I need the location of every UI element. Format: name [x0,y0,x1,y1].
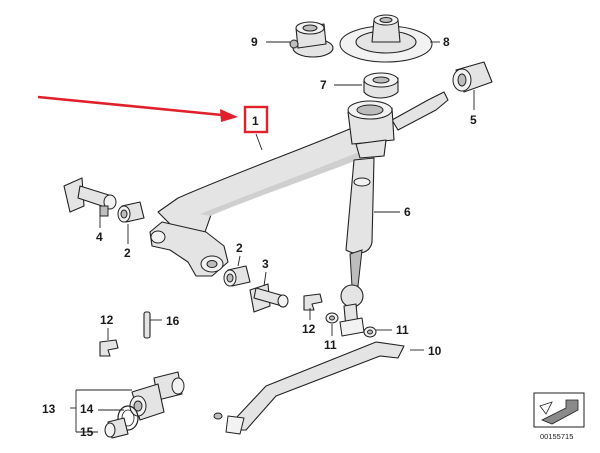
part-4-bracket[interactable] [63,177,117,217]
part-10-selector-rod[interactable] [213,341,405,435]
part-2-bushing-lower[interactable] [223,265,251,287]
callout-3: 3 [262,257,269,271]
part-11-washer-right[interactable] [363,326,377,338]
callout-7: 7 [320,78,327,92]
part-1-shift-lever-arm[interactable] [149,91,449,277]
annotation-arrow [37,95,238,122]
callout-highlight-box [243,105,269,134]
callout-12-left: 12 [100,313,114,327]
callout-6: 6 [404,205,411,219]
document-number: 00155715 [540,432,573,441]
part-12-clip-right[interactable] [303,293,323,311]
callout-14: 14 [80,402,94,416]
callout-16: 16 [166,314,180,328]
callout-9: 9 [251,35,258,49]
part-15-bushing[interactable] [104,417,129,439]
callout-labels: 1 9 8 7 5 6 4 2 2 3 12 11 11 10 16 12 13… [42,35,477,439]
part-2-bushing-upper[interactable] [117,201,145,223]
callout-10: 10 [428,344,442,358]
leader-lines [70,41,475,433]
callout-5: 5 [470,113,477,127]
part-3-bracket[interactable] [249,283,289,313]
callout-11-left: 11 [324,338,337,352]
view-direction-icon [533,392,585,428]
part-16-pin[interactable] [143,311,151,339]
part-9-clamp[interactable] [289,21,334,58]
callout-15: 15 [80,425,94,439]
callout-11-right: 11 [396,323,409,337]
callout-8: 8 [443,35,450,49]
callout-1: 1 [252,114,259,128]
part-11-washer-left[interactable] [325,312,339,324]
callout-2-lower: 2 [236,241,243,255]
callout-2-upper: 2 [124,246,131,260]
part-8-boot[interactable] [339,14,433,63]
part-5-bush[interactable] [452,61,493,93]
part-14-joint[interactable] [129,371,185,421]
callout-4: 4 [96,230,103,244]
part-12-clip-left[interactable] [99,339,119,357]
callout-13: 13 [42,402,56,416]
part-6-shift-rod[interactable] [339,157,375,337]
part-7-bushing[interactable] [363,72,399,99]
callout-12-right: 12 [302,322,316,336]
